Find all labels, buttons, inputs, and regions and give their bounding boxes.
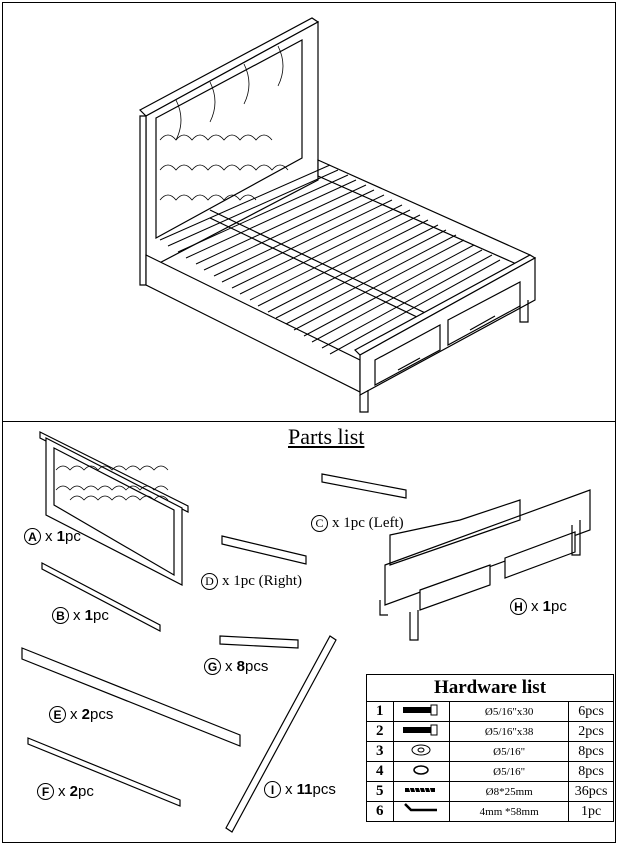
- part-c-label: C x 1pc (Left): [311, 515, 404, 532]
- part-i-slat-drawing: [225, 635, 337, 833]
- part-letter-badge: C: [311, 515, 328, 532]
- table-row: 2 Ø5/16"x38 2pcs: [366, 721, 614, 742]
- part-i-label: I x 11pcs: [264, 781, 336, 798]
- table-row: 1 Ø5/16"x30 6pcs: [366, 701, 614, 722]
- part-e-label: E x 2pcs: [49, 706, 113, 723]
- part-letter-badge: D: [201, 573, 218, 590]
- part-h-label: H x 1pc: [510, 598, 567, 615]
- part-d-rail-drawing: [221, 535, 307, 565]
- part-letter-badge: B: [52, 607, 69, 624]
- part-c-rail-drawing: [321, 473, 407, 499]
- allen-key-icon: [404, 803, 438, 812]
- parts-list-panel: [2, 421, 616, 843]
- table-row: 5 Ø8*25mm 36pcs: [366, 781, 614, 802]
- part-f-label: F x 2pc: [37, 783, 94, 800]
- parts-list-title: Parts list: [288, 424, 365, 449]
- flat-washer-icon: [411, 744, 431, 755]
- part-b-label: B x 1pc: [52, 607, 109, 624]
- table-row: 4 Ø5/16" 8pcs: [366, 761, 614, 782]
- long-bolt-icon: [403, 724, 438, 735]
- part-h-footboard-drawing: [379, 489, 591, 641]
- long-bolt-icon: [403, 704, 438, 715]
- part-letter-badge: A: [24, 528, 41, 545]
- part-letter-badge: E: [49, 706, 66, 723]
- hardware-list-title: Hardware list: [366, 674, 614, 702]
- part-g-support-drawing: [219, 635, 299, 649]
- part-d-label: D x 1pc (Right): [201, 573, 302, 590]
- part-letter-badge: G: [204, 658, 221, 675]
- hardware-list-table: Hardware list 1 Ø5/16"x30 6pcs 2 Ø5/16"x…: [366, 674, 614, 822]
- part-b-rail-drawing: [41, 562, 161, 632]
- part-g-label: G x 8pcs: [204, 658, 268, 675]
- table-row: 6 4mm *58mm 1pc: [366, 801, 614, 822]
- part-e-rail-drawing: [21, 647, 241, 747]
- lock-washer-icon: [413, 764, 430, 775]
- part-a-headboard-drawing: [39, 431, 189, 586]
- part-letter-badge: H: [510, 598, 527, 615]
- part-letter-badge: F: [37, 783, 54, 800]
- wood-screw-icon: [405, 786, 436, 793]
- part-f-rail-drawing: [27, 737, 181, 807]
- part-a-label: A x 1pc: [24, 528, 81, 545]
- part-letter-badge: I: [264, 781, 281, 798]
- table-row: 3 Ø5/16" 8pcs: [366, 741, 614, 762]
